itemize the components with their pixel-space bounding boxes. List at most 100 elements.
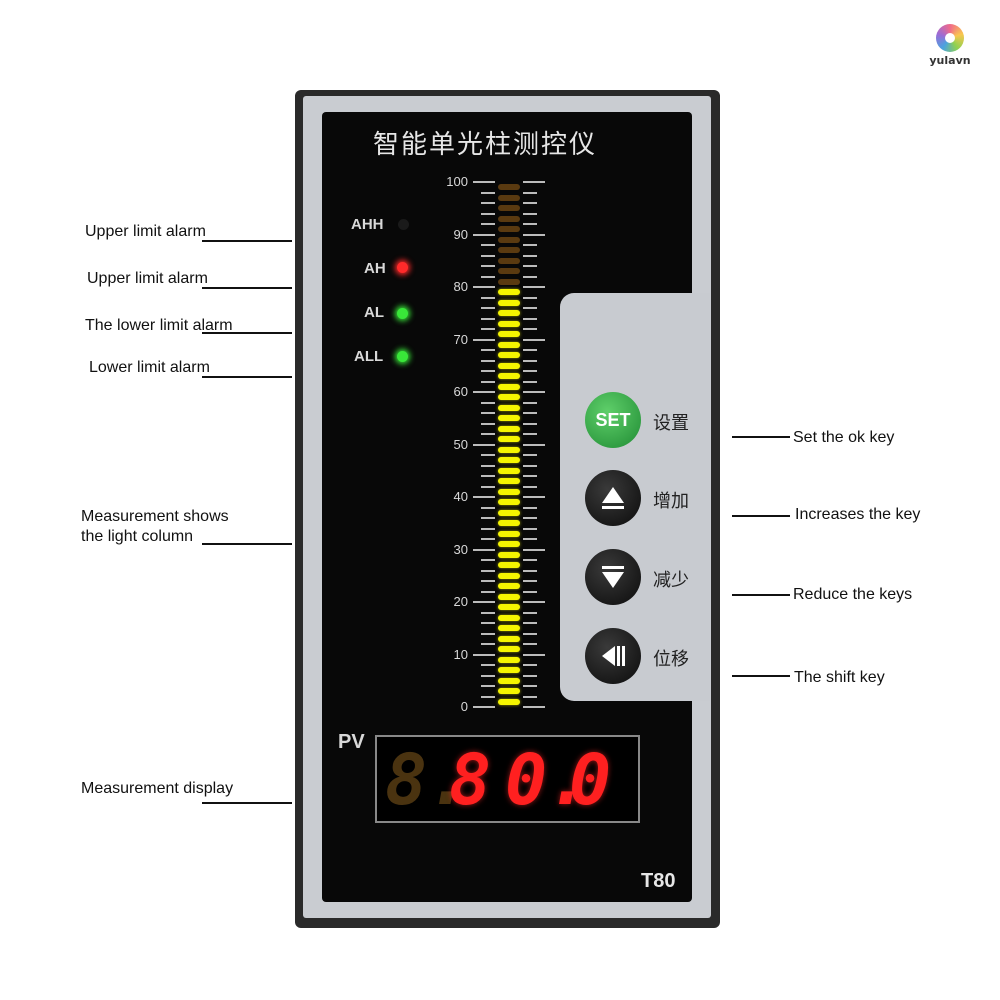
alarm-led-al (397, 308, 408, 319)
scale-tick (523, 527, 537, 530)
scale-tick (481, 611, 495, 614)
scale-tick (523, 275, 537, 278)
scale-tick (523, 559, 537, 561)
device-title: 智能单光柱测控仪 (372, 130, 597, 160)
scale-tick (523, 506, 537, 509)
scale-label: 20 (453, 594, 468, 609)
leader-line (732, 436, 790, 438)
scale-tick (481, 223, 495, 225)
alarm-label-ah: AH (364, 260, 386, 277)
scale-tick (481, 538, 495, 540)
scale-label: 30 (453, 541, 468, 557)
scale-tick (523, 380, 537, 383)
scale-tick (523, 223, 537, 225)
scale-label: 10 (453, 646, 468, 662)
callout-upper-limit-alarm-1: Upper limit alarm (85, 223, 206, 240)
bargraph-segment (498, 310, 520, 316)
bargraph-segment (498, 289, 520, 295)
set-button[interactable]: SET (585, 392, 641, 448)
scale-tick (523, 317, 537, 320)
scale-tick (481, 244, 495, 246)
scale-tick (523, 601, 545, 603)
scale-tick (523, 296, 537, 299)
decrease-button[interactable] (585, 549, 641, 605)
bargraph-segment (498, 257, 520, 264)
scale-tick (473, 233, 495, 236)
up-arrow-icon (602, 487, 624, 509)
scale-tick (481, 202, 495, 204)
bargraph-segment (498, 635, 520, 642)
set-key-text: 设置 (653, 413, 689, 434)
scale-tick (523, 706, 545, 708)
down-arrow-icon (602, 566, 624, 588)
bargraph-segment (498, 299, 520, 306)
bargraph-segment (498, 688, 520, 694)
callout-measurement-display: Measurement display (81, 780, 234, 797)
leader-line (202, 543, 292, 545)
bargraph-segment (498, 184, 520, 190)
bargraph-segment (498, 520, 520, 526)
bargraph-segment (498, 614, 520, 621)
logo-text: yulavn (929, 54, 971, 67)
scale-tick (481, 643, 495, 645)
scale-tick (481, 370, 495, 372)
scale-tick (523, 328, 537, 330)
scale-tick (473, 496, 495, 498)
bargraph-segment (498, 625, 520, 631)
scale-tick (523, 538, 537, 540)
scale-tick (523, 622, 537, 624)
shift-button[interactable] (585, 628, 641, 684)
callout-increase-key: Increases the key (795, 506, 921, 523)
scale-tick (523, 517, 537, 519)
scale-tick (523, 443, 545, 446)
scale-tick (481, 296, 495, 299)
scale-tick (481, 685, 495, 687)
leader-line (202, 240, 292, 242)
scale-tick (523, 307, 537, 309)
leader-line (202, 287, 292, 289)
bargraph-segment (498, 646, 520, 652)
scale-tick (523, 653, 545, 656)
bargraph-segment (498, 205, 520, 211)
scale-tick (481, 254, 495, 257)
shift-left-icon (602, 646, 625, 666)
callout-upper-limit-alarm-2: Upper limit alarm (87, 270, 208, 287)
leader-line (202, 802, 292, 804)
scale-tick (481, 412, 495, 414)
scale-tick (523, 643, 537, 645)
scale-tick (473, 653, 495, 656)
scale-tick (481, 191, 495, 194)
bargraph-segment (498, 488, 520, 495)
bargraph-segment (498, 572, 520, 579)
model-label: T80 (641, 870, 676, 892)
scale-label: 0 (460, 699, 468, 714)
scale-tick (523, 359, 537, 362)
scale-tick (481, 632, 495, 635)
scale-tick (523, 391, 545, 393)
increase-button[interactable] (585, 470, 641, 526)
bargraph-segment (498, 383, 520, 390)
bargraph-segment (498, 457, 520, 463)
scale-tick (481, 401, 495, 404)
bargraph-segment (498, 499, 520, 505)
scale-tick (481, 275, 495, 278)
scale-tick (523, 254, 537, 257)
bargraph-segment (498, 331, 520, 337)
alarm-label-ahh: AHH (351, 216, 384, 233)
bargraph-segment (498, 352, 520, 358)
scale-tick (481, 580, 495, 582)
scale-tick (473, 601, 495, 603)
scale-tick (523, 695, 537, 698)
bargraph-segment (498, 541, 520, 547)
scale-tick (481, 380, 495, 383)
bargraph-segment (498, 583, 520, 589)
scale-tick (481, 517, 495, 519)
scale-tick (473, 443, 495, 446)
scale-label: 60 (453, 384, 468, 399)
bargraph-segment (498, 667, 520, 673)
scale-tick (523, 569, 537, 572)
scale-tick (523, 590, 537, 593)
pv-digit-4: 0 (569, 739, 612, 821)
scale-tick (481, 265, 495, 267)
pv-display: 8. 8 0. 0 (375, 735, 640, 823)
